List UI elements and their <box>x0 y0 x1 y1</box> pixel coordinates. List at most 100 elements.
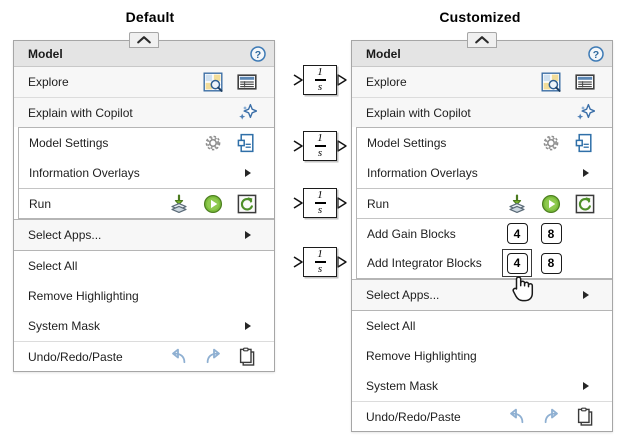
icon-slot[interactable] <box>568 191 602 217</box>
fast-restart-icon[interactable] <box>237 194 257 214</box>
redo-arrow-icon[interactable] <box>541 407 561 427</box>
icon-slot[interactable]: 8 <box>534 250 568 276</box>
icon-slot[interactable] <box>534 404 568 430</box>
collapse-chevron-up-icon[interactable] <box>467 32 497 48</box>
menu-item-explore[interactable]: Explore <box>352 67 612 97</box>
property-inspector-icon[interactable] <box>237 133 257 153</box>
gear-icon[interactable] <box>541 133 561 153</box>
icon-slot[interactable] <box>500 404 534 430</box>
icon-slot[interactable] <box>162 191 196 217</box>
quantity-button-4[interactable]: 4 <box>506 223 528 244</box>
redo-arrow-icon[interactable] <box>203 347 223 367</box>
help-circle-icon[interactable]: ? <box>588 45 604 62</box>
menu-item-select-apps[interactable]: Select Apps... <box>352 280 612 310</box>
model-data-editor-icon[interactable] <box>575 72 595 92</box>
menu-item-explain-with-copilot[interactable]: Explain with Copilot <box>14 97 274 127</box>
menu-item-undo-redo-paste[interactable]: Undo/Redo/Paste <box>14 341 274 371</box>
icon-slot[interactable] <box>568 100 602 126</box>
icon-slot[interactable] <box>534 191 568 217</box>
menu-item-label: Explain with Copilot <box>366 105 471 120</box>
paste-clipboard-icon[interactable] <box>575 407 595 427</box>
fast-restart-icon[interactable] <box>575 194 595 214</box>
property-inspector-icon[interactable] <box>575 133 595 153</box>
menu-item-system-mask[interactable]: System Mask <box>14 311 274 341</box>
icon-slot[interactable]: 8 <box>534 221 568 247</box>
icon-slot[interactable] <box>534 130 568 156</box>
icon-slot[interactable] <box>196 69 230 95</box>
copilot-sparkle-icon[interactable] <box>575 103 595 123</box>
icon-slot[interactable] <box>230 344 264 370</box>
icon-slot[interactable] <box>534 69 568 95</box>
icon-slot[interactable] <box>162 344 196 370</box>
quantity-button-4[interactable]: 4 <box>506 252 528 274</box>
submenu-slot[interactable] <box>572 282 602 308</box>
icon-slot[interactable] <box>568 404 602 430</box>
model-explorer-icon[interactable] <box>541 72 561 92</box>
update-model-icon[interactable] <box>169 194 189 214</box>
menu-item-label: Information Overlays <box>367 166 478 180</box>
submenu-slot[interactable] <box>572 373 602 399</box>
undo-arrow-icon[interactable] <box>169 347 189 367</box>
run-play-icon[interactable] <box>541 194 561 214</box>
submenu-slot[interactable] <box>572 160 602 186</box>
quantity-button-8[interactable]: 8 <box>540 223 562 244</box>
menu-item-system-mask[interactable]: System Mask <box>352 371 612 401</box>
collapse-chevron-up-icon[interactable] <box>129 32 159 48</box>
menu-item-explain-with-copilot[interactable]: Explain with Copilot <box>352 97 612 127</box>
menu-item-information-overlays[interactable]: Information Overlays <box>357 158 612 188</box>
menu-item-model-settings[interactable]: Model Settings <box>357 128 612 158</box>
gear-icon[interactable] <box>203 133 223 153</box>
paste-clipboard-icon[interactable] <box>237 347 257 367</box>
icon-slot[interactable] <box>196 191 230 217</box>
icon-slot[interactable] <box>500 191 534 217</box>
menu-item-explore[interactable]: Explore <box>14 67 274 97</box>
model-explorer-icon[interactable] <box>203 72 223 92</box>
icon-slot[interactable] <box>196 130 230 156</box>
menu-item-label: Explain with Copilot <box>28 105 133 120</box>
menu-item-select-all[interactable]: Select All <box>352 311 612 341</box>
copilot-sparkle-icon[interactable] <box>237 103 257 123</box>
icon-slot[interactable]: 4 <box>500 249 534 277</box>
help-circle-icon[interactable]: ? <box>250 45 266 62</box>
menu-item-remove-highlighting[interactable]: Remove Highlighting <box>14 281 274 311</box>
icon-slot[interactable] <box>568 130 602 156</box>
icon-slot[interactable] <box>196 344 230 370</box>
menu-item-label: Select All <box>366 319 416 333</box>
icon-slot[interactable]: 4 <box>500 221 534 247</box>
submenu-slot[interactable] <box>234 222 264 248</box>
menu-item-run[interactable]: Run <box>19 188 274 218</box>
submenu-slot[interactable] <box>234 313 264 339</box>
menu-item-model-settings[interactable]: Model Settings <box>19 128 274 158</box>
menu-item-undo-redo-paste[interactable]: Undo/Redo/Paste <box>352 401 612 431</box>
hovered-button-highlight[interactable]: 4 <box>502 249 532 277</box>
menu-item-select-apps[interactable]: Select Apps... <box>14 220 274 250</box>
quantity-button-8[interactable]: 8 <box>540 252 562 274</box>
menu-item-select-all[interactable]: Select All <box>14 251 274 281</box>
submenu-slot[interactable] <box>234 160 264 186</box>
menu-item-run[interactable]: Run <box>357 188 612 218</box>
model-data-editor-icon[interactable] <box>237 72 257 92</box>
menu-item-information-overlays[interactable]: Information Overlays <box>19 158 274 188</box>
icon-slot[interactable] <box>230 130 264 156</box>
icon-slot[interactable] <box>230 191 264 217</box>
icon-slot[interactable] <box>568 69 602 95</box>
run-play-icon[interactable] <box>203 194 223 214</box>
update-model-icon[interactable] <box>507 194 527 214</box>
icon-slot[interactable] <box>230 69 264 95</box>
icon-slot[interactable] <box>230 100 264 126</box>
menu-item-remove-highlighting[interactable]: Remove Highlighting <box>352 341 612 371</box>
undo-arrow-icon[interactable] <box>507 407 527 427</box>
